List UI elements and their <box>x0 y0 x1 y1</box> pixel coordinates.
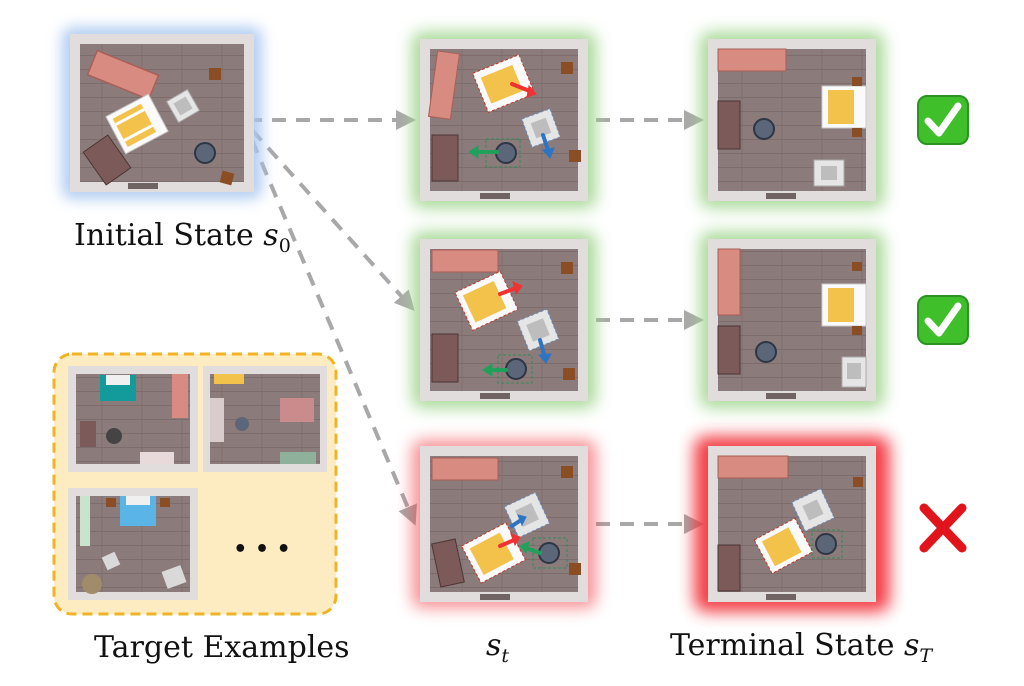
terminal-state-label: Terminal State sT <box>670 628 932 667</box>
cross-icon <box>919 503 967 553</box>
transition-arrows <box>248 110 704 534</box>
room-st-middle <box>412 232 596 408</box>
terminal-state-variable: s <box>904 628 920 663</box>
bed <box>105 93 169 155</box>
terminal-state-subscript: T <box>919 645 933 667</box>
armchair <box>165 88 201 124</box>
initial-state-label: Initial State s0 <box>74 218 291 257</box>
room-st-top <box>412 32 596 208</box>
office-chair <box>194 142 216 164</box>
ellipsis: • • • <box>233 537 291 562</box>
room-initial-state <box>62 27 262 199</box>
room-terminal-middle <box>700 232 884 408</box>
example-room <box>68 488 198 600</box>
sofa <box>86 49 160 101</box>
target-examples-label: Target Examples <box>94 630 350 665</box>
target-examples-text: Target Examples <box>94 630 350 665</box>
initial-state-subscript: 0 <box>278 235 291 257</box>
st-variable: s <box>486 628 502 663</box>
initial-state-text: Initial State <box>74 218 264 253</box>
example-room <box>203 366 327 472</box>
check-icon <box>917 295 969 345</box>
room-st-bottom <box>412 440 596 608</box>
initial-state-variable: s <box>263 218 279 253</box>
desk <box>82 134 132 186</box>
arrow-initial-to-middle <box>250 128 415 311</box>
move-arrows <box>468 82 555 159</box>
nightstand <box>209 68 221 80</box>
check-icon <box>917 95 969 145</box>
room-terminal-bottom <box>694 436 890 612</box>
nightstand <box>219 170 235 186</box>
example-room <box>68 366 198 472</box>
target-examples-panel: • • • <box>52 352 338 616</box>
st-subscript: t <box>501 645 510 667</box>
arrow-initial-to-bottom <box>250 139 417 526</box>
room-terminal-top <box>700 32 884 208</box>
st-label: st <box>486 628 509 667</box>
terminal-state-text: Terminal State <box>670 628 904 663</box>
